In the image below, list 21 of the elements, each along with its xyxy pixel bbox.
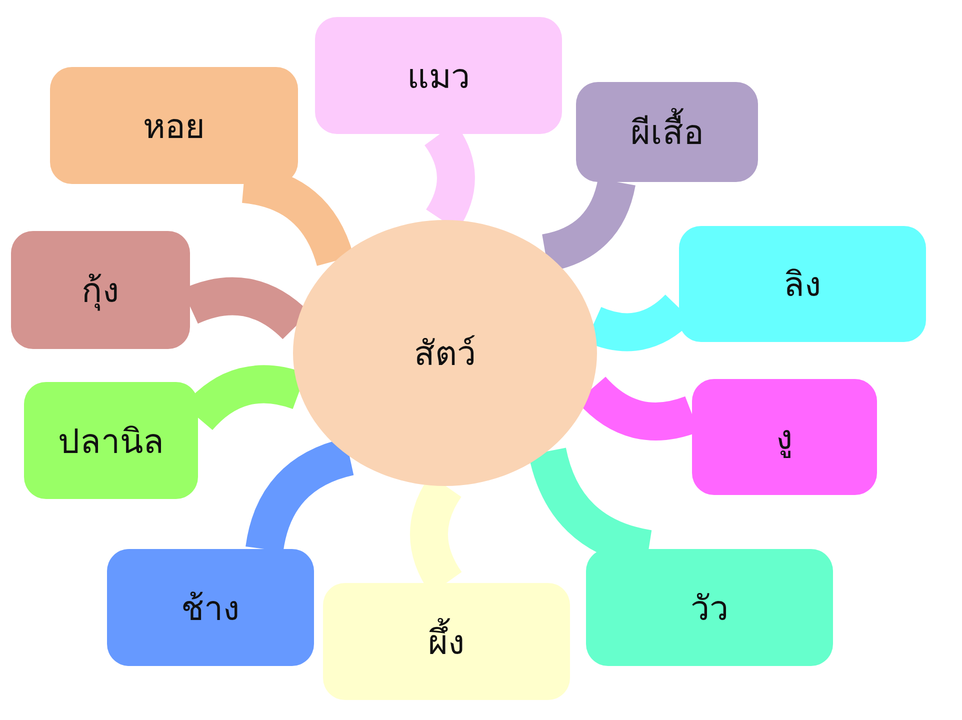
box-label: ผีเสื้อ	[630, 105, 704, 159]
rounded-box	[692, 379, 877, 495]
rounded-box	[679, 226, 926, 342]
box-label: ปลานิล	[58, 420, 164, 464]
rounded-box	[11, 231, 190, 349]
box-label: แมว	[407, 56, 470, 98]
rounded-box	[315, 17, 562, 134]
box-label: ผึ้ง	[428, 614, 465, 668]
box-label: งู	[776, 417, 793, 460]
box-label: ช้าง	[181, 588, 240, 630]
rounded-box	[586, 549, 833, 666]
box-label: หอย	[143, 106, 205, 148]
box-label: กุ้ง	[82, 270, 120, 313]
rounded-box	[576, 82, 758, 182]
rounded-box	[323, 583, 570, 700]
rounded-box	[24, 382, 198, 499]
rounded-box	[107, 549, 314, 666]
box-label: สัตว์	[414, 333, 476, 376]
box-label: วัว	[690, 588, 728, 630]
box-label: ลิง	[784, 264, 822, 307]
rounded-box	[50, 67, 298, 184]
